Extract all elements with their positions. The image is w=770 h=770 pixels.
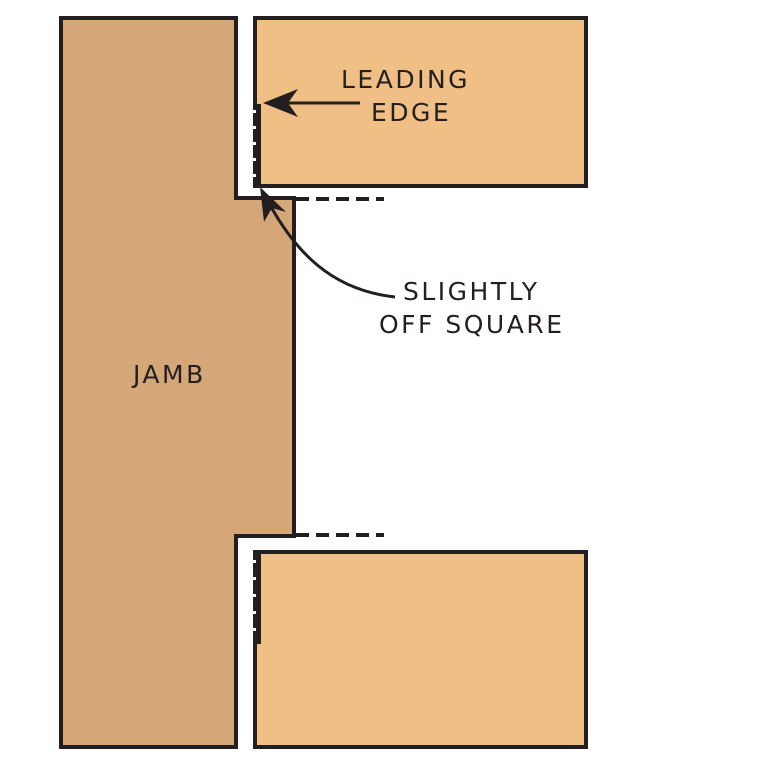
- bottom-leading-edge-bevel: [251, 551, 261, 644]
- off-square-label-line2: OFF SQUARE: [379, 310, 565, 339]
- off-square-label-line1: SLIGHTLY: [403, 277, 540, 306]
- leading-edge-label-line1: LEADING: [341, 65, 470, 94]
- bottom-door-panel: [253, 550, 588, 749]
- jamb-shape: [59, 16, 296, 749]
- leading-edge-label-line2: EDGE: [371, 98, 451, 127]
- leading-edge-arrow: [263, 89, 360, 117]
- off-square-arrow: [260, 187, 396, 299]
- top-leading-edge-bevel: [251, 104, 261, 188]
- jamb-label: JAMB: [131, 360, 206, 389]
